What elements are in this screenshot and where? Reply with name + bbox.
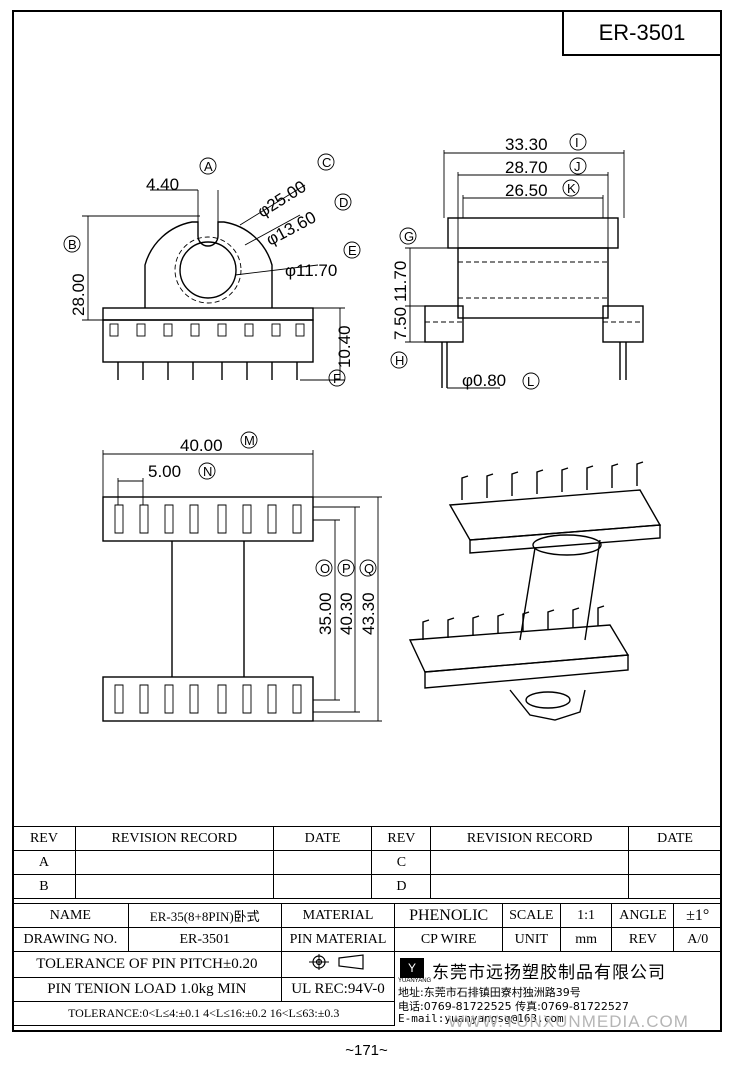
name-label: NAME: [12, 903, 129, 928]
rev-header: REV: [371, 826, 432, 851]
company-email: E-mail:yuanyangsg@163.com: [398, 1012, 564, 1025]
ul-rec: UL REC:94V-0: [280, 977, 396, 1002]
svg-text:N: N: [203, 464, 212, 479]
technical-drawing: 4.40 28.00 φ25.00 φ13.60 φ11.70 10.40 11…: [63, 133, 662, 722]
revision-table: REV REVISION RECORD DATE REV REVISION RE…: [12, 826, 722, 899]
svg-text:I: I: [575, 135, 579, 150]
side-view: [405, 150, 644, 389]
svg-text:L: L: [527, 374, 534, 389]
date-header: DATE: [272, 826, 373, 851]
marker-o: O: [315, 559, 333, 577]
marker-f: F: [328, 369, 346, 387]
marker-g: G: [399, 227, 417, 245]
model-number: ER-3501: [562, 10, 722, 56]
dim-g: 11.70: [391, 261, 410, 302]
marker-q: Q: [359, 559, 377, 577]
watermark: WWW.YUNXUNMEDIA.COM: [448, 1012, 689, 1031]
svg-text:G: G: [404, 229, 414, 244]
drawing-no-value: ER-3501: [127, 927, 282, 952]
pin-material-value: CP WIRE: [394, 927, 503, 952]
svg-text:D: D: [339, 195, 348, 210]
dim-i: 33.30: [505, 135, 548, 154]
company-address: 地址:东莞市石排镇田寮村独洲路39号: [398, 986, 581, 999]
svg-text:Q: Q: [364, 561, 374, 576]
marker-k: K: [562, 179, 580, 197]
revision-record-header: REVISION RECORD: [74, 826, 274, 851]
pin-material-label: PIN MATERIAL: [280, 927, 396, 952]
front-view: [82, 184, 345, 381]
svg-text:B: B: [68, 237, 77, 252]
rev-header: REV: [12, 826, 76, 851]
company-logo-text: YUANYANG: [398, 978, 432, 984]
tolerance-pin-pitch: TOLERANCE OF PIN PITCH±0.20: [12, 951, 282, 978]
spec-table: NAME ER-35(8+8PIN)卧式 MATERIAL PHENOLIC S…: [11, 903, 722, 1026]
marker-i: I: [569, 133, 587, 151]
dim-a: 4.40: [146, 175, 179, 194]
pin-tension-load: PIN TENION LOAD 1.0kg MIN: [12, 977, 282, 1002]
rev-value: A/0: [673, 927, 722, 952]
table-row: A C: [12, 850, 722, 875]
marker-m: M: [240, 431, 258, 449]
company-info: Y YUANYANG 东莞市远扬塑胶制品有限公司 地址:东莞市石排镇田寮村独洲路…: [398, 956, 720, 1030]
projection-symbol: [280, 951, 396, 978]
marker-e: E: [343, 241, 361, 259]
isometric-view: [408, 461, 662, 721]
top-view: [102, 450, 382, 722]
dim-o: 35.00: [316, 592, 335, 635]
dim-q: 43.30: [359, 592, 378, 635]
marker-j: J: [569, 157, 587, 175]
svg-text:C: C: [322, 155, 331, 170]
marker-c: C: [317, 153, 335, 171]
company-logo: Y: [400, 958, 424, 978]
svg-text:E: E: [348, 243, 357, 258]
material-label: MATERIAL: [280, 903, 396, 928]
scale-label: SCALE: [501, 903, 561, 928]
marker-a: A: [199, 157, 217, 175]
marker-d: D: [334, 193, 352, 211]
projection-icon: [309, 954, 364, 970]
company-name: 东莞市远扬塑胶制品有限公司: [432, 963, 666, 983]
angle-label: ANGLE: [611, 903, 675, 928]
marker-n: N: [198, 462, 216, 480]
svg-text:M: M: [244, 433, 255, 448]
scale-value: 1:1: [559, 903, 613, 928]
svg-text:A: A: [204, 159, 213, 174]
dim-b: 28.00: [69, 273, 88, 316]
drawing-frame: [12, 10, 722, 1032]
name-value: ER-35(8+8PIN)卧式: [127, 903, 282, 928]
svg-text:K: K: [567, 181, 576, 196]
svg-text:P: P: [342, 561, 351, 576]
dim-n: 5.00: [148, 462, 181, 481]
svg-text:O: O: [320, 561, 330, 576]
dim-p: 40.30: [337, 592, 356, 635]
svg-text:F: F: [333, 371, 341, 386]
dim-m: 40.00: [180, 436, 223, 455]
company-phone: 电话:0769-81722525 传真:0769-81722527: [398, 1000, 629, 1013]
marker-h: H: [390, 351, 408, 369]
drawing-no-label: DRAWING NO.: [12, 927, 129, 952]
angle-value: ±1°: [673, 903, 722, 928]
dim-e: φ11.70: [285, 261, 337, 280]
rev-label: REV: [611, 927, 675, 952]
material-value: PHENOLIC: [394, 903, 503, 928]
table-row: B D: [12, 874, 722, 899]
revision-record-header: REVISION RECORD: [430, 826, 630, 851]
dim-l: φ0.80: [462, 371, 506, 390]
dim-f: 10.40: [335, 325, 354, 368]
unit-value: mm: [559, 927, 613, 952]
tolerance-ranges: TOLERANCE:0<L≤4:±0.1 4<L≤16:±0.2 16<L≤63…: [11, 1001, 396, 1026]
unit-label: UNIT: [501, 927, 561, 952]
marker-p: P: [337, 559, 355, 577]
svg-text:J: J: [574, 159, 581, 174]
marker-l: L: [522, 372, 540, 390]
dim-k: 26.50: [505, 181, 548, 200]
date-header: DATE: [628, 826, 722, 851]
svg-text:H: H: [395, 353, 404, 368]
marker-b: B: [63, 235, 81, 253]
dim-j: 28.70: [505, 158, 548, 177]
dim-h: 7.50: [391, 307, 410, 340]
page-number: ~171~: [345, 1042, 388, 1059]
